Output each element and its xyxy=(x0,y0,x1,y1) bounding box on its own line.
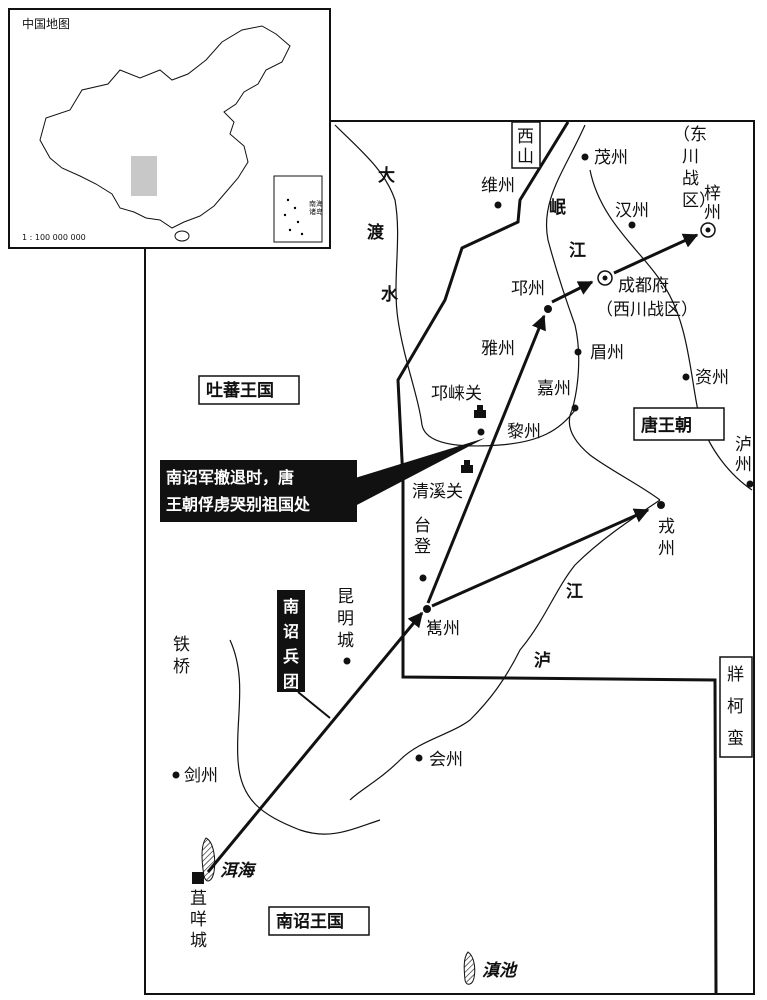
city-luzhou-1: 泸 xyxy=(735,435,752,455)
city-markers xyxy=(172,153,754,884)
region-xishan-1: 西 xyxy=(517,127,534,147)
city-jujiecheng-2: 咩 xyxy=(190,910,207,930)
city-zizhou2: 资州 xyxy=(695,368,729,388)
river-dadu-3: 水 xyxy=(381,284,399,305)
route-suizhou-rongzhou xyxy=(431,508,650,608)
inset-sea-label-1: 南海 xyxy=(309,199,323,208)
city-qiongzhou: 邛州 xyxy=(511,279,545,299)
dadu-river xyxy=(334,124,576,447)
city-luzhou-2: 州 xyxy=(735,455,752,475)
boundaries xyxy=(396,121,718,995)
river-min-2: 江 xyxy=(569,241,586,261)
city-rongzhou-2: 州 xyxy=(658,539,675,559)
city-zizhou-2: 州 xyxy=(704,203,721,223)
lake-erhai-label: 洱海 xyxy=(220,861,257,881)
qionglaiguan-pass-icon xyxy=(474,405,486,418)
river-lu-1: 江 xyxy=(566,582,583,602)
region-zangke-2: 柯 xyxy=(727,697,744,717)
city-jujiecheng-1: 苴 xyxy=(190,889,207,909)
region-nanzhao: 南诏王国 xyxy=(276,911,344,932)
lu-river xyxy=(349,499,661,801)
inset-highlight-area xyxy=(131,156,157,196)
callout-army-4: 团 xyxy=(283,672,299,691)
china-outline xyxy=(39,25,291,229)
city-zizhou-1: 梓 xyxy=(704,184,721,204)
region-zangke-1: 牂 xyxy=(727,665,744,685)
callout-retreat-line-1: 南诏军撤退时，唐 xyxy=(166,468,294,487)
city-hanzhou: 汉州 xyxy=(615,201,649,221)
city-chengdu: 成都府 xyxy=(618,276,669,296)
erhai-lake xyxy=(201,837,216,882)
city-maozhou: 茂州 xyxy=(594,148,628,168)
inset-china-map: 中国地图 南海 诸岛 1 : 100 000 000 xyxy=(8,8,331,249)
route-suizhou-qiongzhou xyxy=(426,314,546,604)
city-xichuan: （西川战区） xyxy=(596,300,698,320)
region-xishan-2: 山 xyxy=(517,147,534,167)
inset-scale: 1 : 100 000 000 xyxy=(22,233,86,242)
city-jianzhou: 剑州 xyxy=(184,766,218,786)
qingxiguan-pass-icon xyxy=(461,460,473,473)
city-weizhou: 维州 xyxy=(481,176,515,196)
region-dongchuan: （东 川 战 区） xyxy=(673,125,716,211)
region-dongchuan-4: 区） xyxy=(682,191,716,211)
city-taideng-2: 登 xyxy=(414,537,431,557)
city-jujiecheng-3: 城 xyxy=(190,931,207,951)
city-qingxiguan: 清溪关 xyxy=(412,482,463,502)
lake-dianchi-label: 滇池 xyxy=(482,961,518,981)
city-taideng-1: 台 xyxy=(414,516,431,536)
callout-army-3: 兵 xyxy=(283,647,299,666)
route-qiongzhou-chengdu xyxy=(551,280,594,304)
jinsha-river xyxy=(229,639,381,835)
region-tang: 唐王朝 xyxy=(641,415,692,436)
main-map-frame xyxy=(144,120,755,995)
city-kunming-1: 昆 xyxy=(337,587,354,607)
city-tieqiao-2: 桥 xyxy=(173,657,190,677)
callout-army-2: 诏 xyxy=(283,622,299,641)
callout-retreat: 南诏军撤退时，唐 王朝俘虏哭别祖国处 xyxy=(160,438,485,522)
jujiecheng-marker xyxy=(192,872,204,884)
city-kunming-2: 明 xyxy=(337,609,354,629)
city-kunming-3: 城 xyxy=(337,631,354,651)
callout-army-1: 南 xyxy=(283,597,299,616)
callout-retreat-line-2: 王朝俘虏哭别祖国处 xyxy=(166,495,311,514)
tang-border-west xyxy=(396,121,718,995)
dianchi-lake xyxy=(463,951,476,985)
region-dongchuan-2: 川 xyxy=(682,147,699,167)
city-yazhou: 雅州 xyxy=(481,339,515,359)
route-chengdu-zizhou xyxy=(613,233,699,275)
tuojiang-river xyxy=(589,169,753,491)
inset-sea-label-2: 诸岛 xyxy=(309,207,323,216)
river-min-1: 岷 xyxy=(549,198,566,218)
region-dongchuan-3: 战 xyxy=(682,169,699,189)
river-dadu-2: 渡 xyxy=(367,222,385,243)
river-lu-2: 泸 xyxy=(534,651,551,671)
city-suizhou: 嶲州 xyxy=(426,619,460,639)
callout-army: 南 诏 兵 团 xyxy=(277,590,331,719)
city-tieqiao-1: 铁 xyxy=(173,635,190,655)
city-qionglaiguan: 邛崃关 xyxy=(431,384,482,404)
city-jiazhou: 嘉州 xyxy=(537,379,571,399)
region-zangke-3: 蛮 xyxy=(727,729,744,749)
city-meizhou: 眉州 xyxy=(590,343,624,363)
river-dadu-1: 大 xyxy=(378,165,395,186)
inset-title: 中国地图 xyxy=(22,16,70,31)
route-erhai-suizhou xyxy=(206,611,424,873)
campaign-routes xyxy=(206,233,699,873)
city-huizhou: 会州 xyxy=(429,750,463,770)
city-lizhou: 黎州 xyxy=(507,422,541,442)
region-dongchuan-1: （东 xyxy=(673,125,707,145)
city-rongzhou-1: 戎 xyxy=(658,517,675,537)
region-tubo: 吐蕃王国 xyxy=(206,381,274,401)
